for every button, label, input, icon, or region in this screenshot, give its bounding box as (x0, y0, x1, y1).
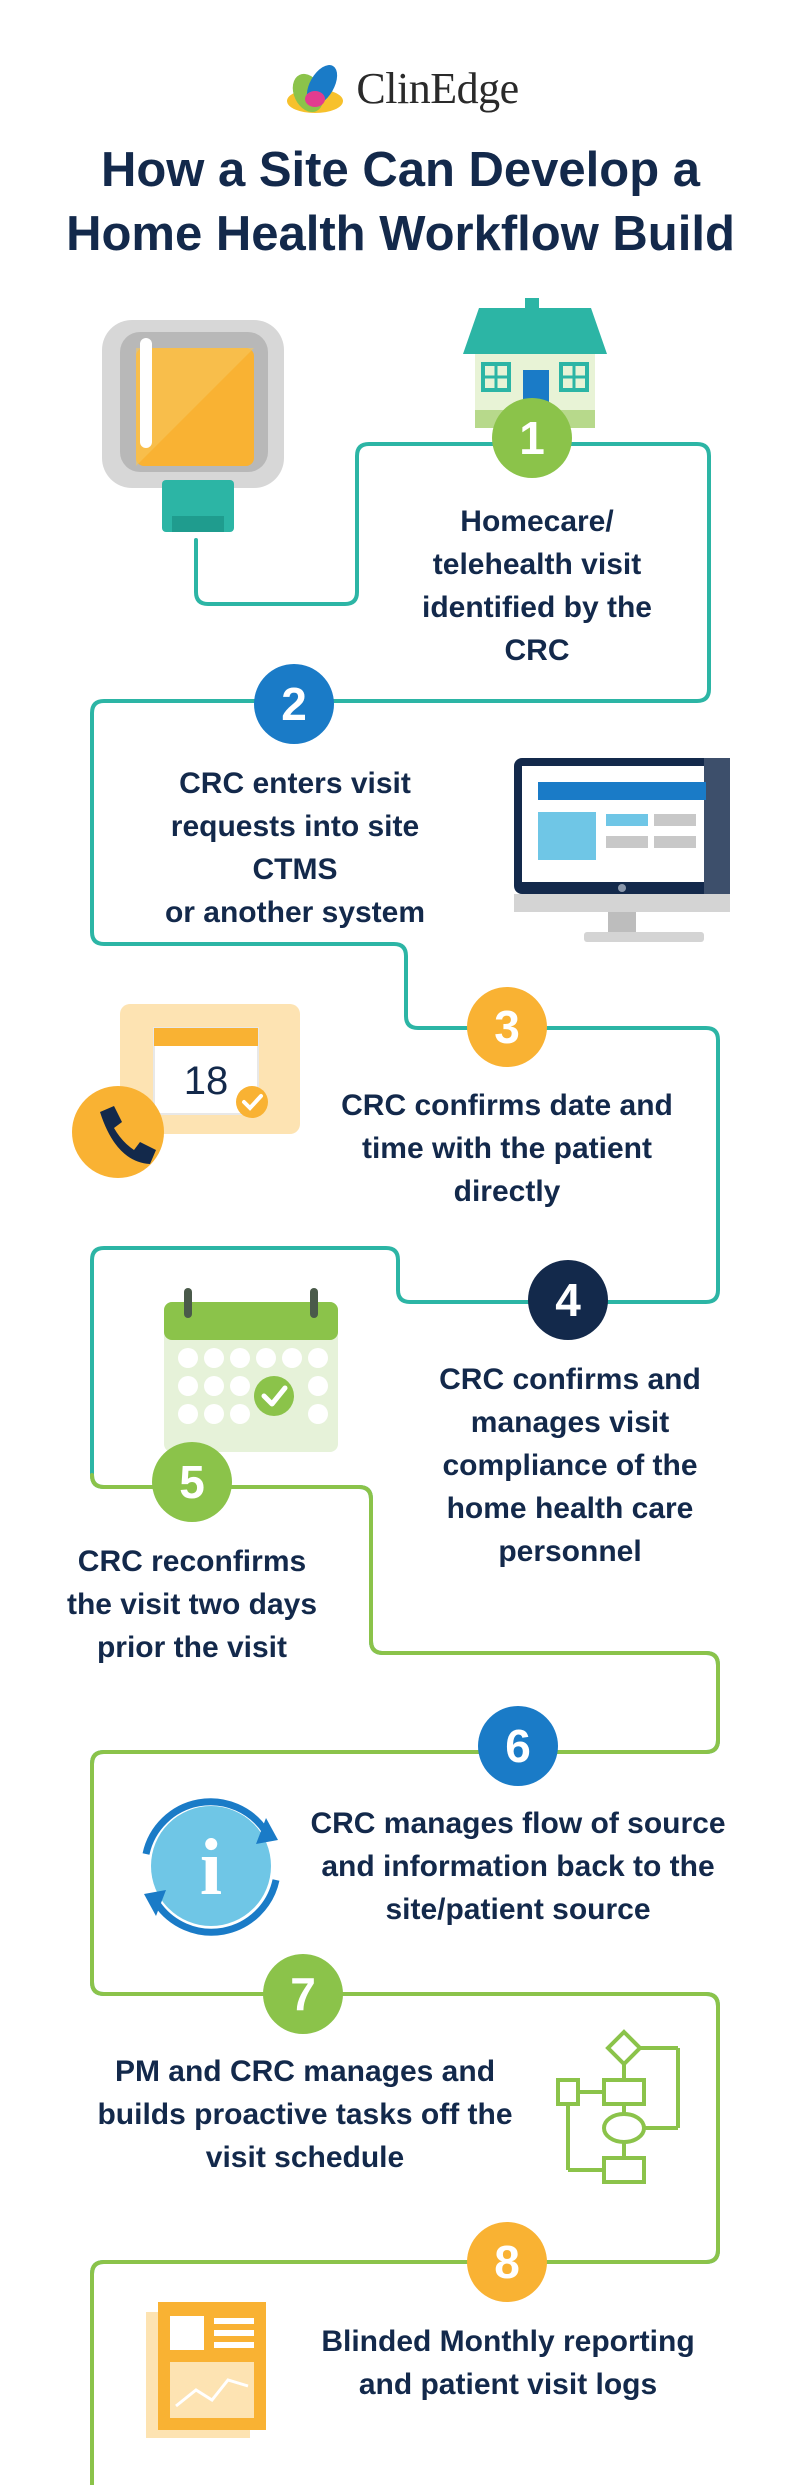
step-text-7: PM and CRC manages and builds proactive … (70, 2050, 540, 2179)
step-4-line-2: manages visit (470, 1406, 670, 1439)
step-2-line-1: CRC enters visit (179, 767, 411, 800)
calendar-day-dot (230, 1404, 250, 1424)
step-2-line-3: or another system (164, 896, 426, 929)
step-badge-5: 5 (152, 1442, 232, 1522)
calendar-day-dot (256, 1348, 276, 1368)
calendar-day-dot (204, 1376, 224, 1396)
step-text-6: CRC manages flow of source and informati… (290, 1802, 746, 1931)
step-text-2: CRC enters visit requests into site CTMS… (130, 762, 460, 934)
step-2-line-2: requests into site CTMS (170, 810, 420, 886)
page-title-line-1: How a Site Can Develop a (100, 143, 701, 197)
calendar-day: 18 (184, 1059, 229, 1103)
info-cycle-icon: i (142, 1798, 280, 1936)
step-4-line-4: home health care (446, 1492, 694, 1525)
step-4-line-1: CRC confirms and (439, 1363, 701, 1396)
step-6-line-1: CRC manages flow of source (310, 1807, 726, 1840)
flowchart-icon (556, 2029, 680, 2184)
calendar-day-dot (282, 1348, 302, 1368)
step-5-line-1: CRC reconfirms (77, 1545, 307, 1578)
calendar-day-dot (204, 1404, 224, 1424)
iv-bag-icon (102, 320, 284, 532)
step-3-line-1: CRC confirms date and (341, 1089, 673, 1122)
step-1-line-4: CRC (504, 634, 570, 667)
step-5-line-2: the visit two days (66, 1588, 318, 1621)
step-7-line-3: visit schedule (205, 2141, 405, 2174)
step-4-line-3: compliance of the (442, 1449, 698, 1482)
step-text-3: CRC confirms date and time with the pati… (320, 1084, 694, 1213)
step-8-line-1: Blinded Monthly reporting (321, 2325, 695, 2358)
step-badge-2: 2 (254, 664, 334, 744)
brand-logo: ClinEdge (0, 48, 801, 128)
calendar-day-dot (308, 1404, 328, 1424)
step-3-line-3: directly (453, 1175, 561, 1208)
page-title: How a Site Can Develop a Home Health Wor… (0, 138, 801, 266)
monitor-icon (514, 758, 730, 942)
step-badge-7: 7 (263, 1954, 343, 2034)
brand-name: ClinEdge (356, 63, 519, 113)
calendar-day-dot (308, 1348, 328, 1368)
step-7-line-1: PM and CRC manages and (114, 2055, 496, 2088)
step-text-4: CRC confirms and manages visit complianc… (418, 1358, 722, 1573)
step-4-line-5: personnel (498, 1535, 642, 1568)
calendar-day-dot (178, 1376, 198, 1396)
step-badge-8: 8 (467, 2222, 547, 2302)
step-1-line-1: Homecare/ (460, 505, 614, 538)
step-text-8: Blinded Monthly reporting and patient vi… (290, 2320, 726, 2406)
step-text-5: CRC reconfirms the visit two days prior … (40, 1540, 344, 1669)
calendar-day-dot (204, 1348, 224, 1368)
calendar-day-dot (178, 1404, 198, 1424)
page-title-line-2: Home Health Workflow Build (66, 207, 735, 261)
path-segment-green (90, 1473, 720, 2485)
step-6-line-3: site/patient source (385, 1893, 651, 1926)
step-badge-1: 1 (492, 398, 572, 478)
step-8-line-2: and patient visit logs (358, 2368, 658, 2401)
info-glyph: i (200, 1824, 222, 1912)
phone-calendar-icon: 18 (72, 1004, 300, 1178)
clinedge-logo-icon (287, 65, 344, 113)
calendar-check-icon (164, 1288, 338, 1452)
step-3-line-2: time with the patient (361, 1132, 652, 1165)
step-1-line-2: telehealth visit (432, 548, 642, 581)
step-5-line-3: prior the visit (96, 1631, 288, 1664)
step-badge-6: 6 (478, 1706, 558, 1786)
step-7-line-2: builds proactive tasks off the (97, 2098, 513, 2131)
report-icon (146, 2302, 266, 2438)
calendar-day-dot (230, 1376, 250, 1396)
step-text-1: Homecare/ telehealth visit identified by… (372, 500, 702, 672)
calendar-day-dot (178, 1348, 198, 1368)
calendar-day-dot (308, 1376, 328, 1396)
step-badge-4: 4 (528, 1260, 608, 1340)
step-1-line-3: identified by the (421, 591, 652, 624)
step-badge-3: 3 (467, 987, 547, 1067)
calendar-day-dot (230, 1348, 250, 1368)
step-6-line-2: and information back to the (321, 1850, 715, 1883)
